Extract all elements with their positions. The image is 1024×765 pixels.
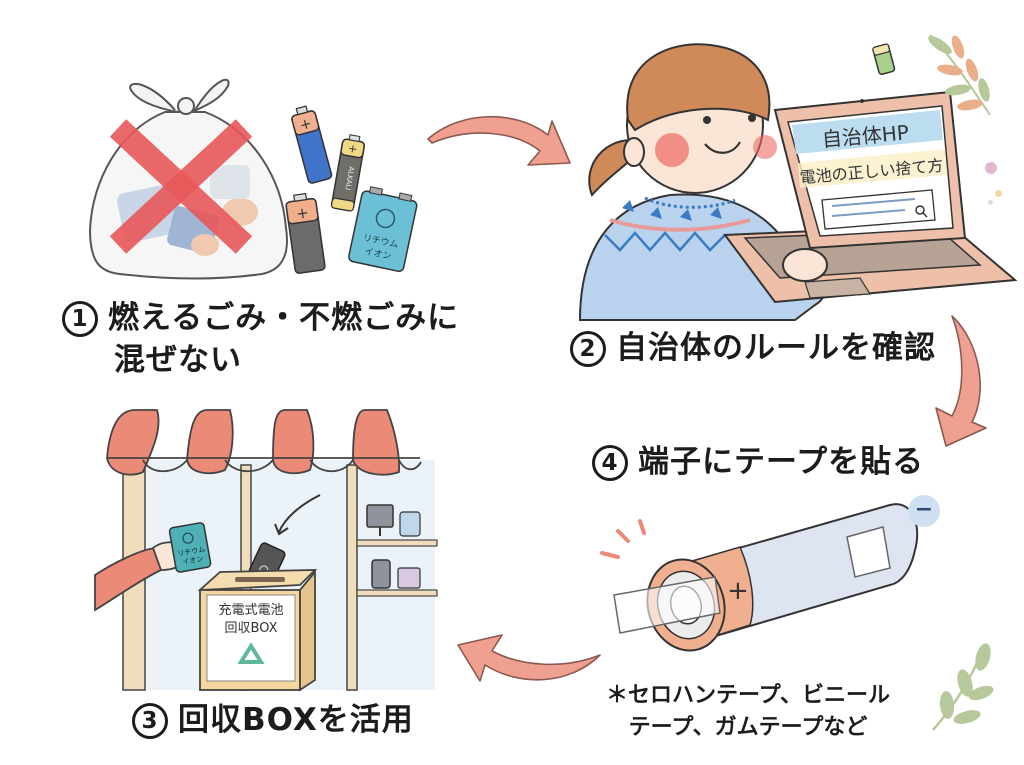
step-1-text-line1: 燃えるごみ・不燃ごみに [108,300,460,336]
svg-text:+: + [295,203,310,223]
step-3-number-badge: 3 [132,703,168,739]
leaf-sprig-bottom-right-icon [932,643,994,731]
eye-right [748,114,756,122]
search-icon [915,205,925,215]
minus-terminal-badge: − [908,495,940,527]
arrow-down-icon [935,315,987,447]
eye-left [703,116,711,124]
awning [106,409,422,476]
aa-battery-alkali-icon: + ALKALI [330,134,366,212]
dot-decoration [985,162,997,174]
recycle-icon [237,642,265,664]
trash-bag-illustration: + + ALKALI + リチウム イオン [88,78,418,280]
tape-examples-note: ＊セロハンテープ、ビニール テープ、ガムテープなど [606,680,890,744]
svg-text:+: + [727,576,749,606]
small-battery-decoration-icon [872,43,896,75]
lithium-ion-battery-icon: リチウム イオン [348,186,418,273]
recycle-box-label-line1: 充電式電池 [218,602,283,618]
note-line1: ＊セロハンテープ、ビニール [606,683,891,708]
arrow-left-icon [457,634,601,682]
step-1-number-badge: 1 [62,301,98,337]
step-3-illustration: 充電式電池 回収BOX リチウム イオン [94,400,445,692]
child-with-laptop-illustration: 自治体HP 電池の正しい捨て方 [578,43,1018,321]
step-4-caption: 4 端子にテープを貼る [592,442,924,484]
dot-decoration [988,200,993,205]
arrow-right-icon [427,115,571,166]
step-2-number-badge: 2 [570,331,606,367]
aa-battery-blue-icon: + [291,105,333,184]
step-3-caption: 3 回収BOXを活用 [132,700,414,742]
svg-text:イオン: イオン [182,555,204,567]
step-2-text: 自治体のルールを確認 [616,330,936,366]
step-2-caption: 2 自治体のルールを確認 [570,328,936,370]
screen-search-box [821,189,936,230]
svg-text:+: + [298,116,313,134]
battery-with-tape-illustration: + [600,503,919,652]
note-line2: テープ、ガムテープなど [628,714,868,740]
recycle-box: 充電式電池 回収BOX [197,569,318,692]
dot-decoration [995,190,1002,197]
step-3-text: 回収BOXを活用 [178,702,414,738]
step-1-text-line2: 混ぜない [114,341,242,378]
recycle-box-label-line2: 回収BOX [225,621,278,636]
step-1-illustration: + + ALKALI + リチウム イオン [0,0,450,290]
step-4-illustration: + − [590,495,950,670]
step-4-number-badge: 4 [592,445,628,481]
svg-text:+: + [347,142,358,156]
prohibited-cross-icon [109,119,253,254]
leaf-sprig-top-right-icon [928,34,991,116]
aa-battery-black-icon: + [285,192,326,274]
step-4-text: 端子にテープを貼る [638,444,925,480]
step-2-illustration: 自治体HP 電池の正しい捨て方 [560,20,1024,321]
store-recycling-illustration: 充電式電池 回収BOX リチウム イオン [94,409,438,692]
hand-held-lithium-battery-icon: リチウム イオン [168,522,212,573]
step-1-caption: 1 燃えるごみ・不燃ごみに 混ぜない [62,298,459,382]
